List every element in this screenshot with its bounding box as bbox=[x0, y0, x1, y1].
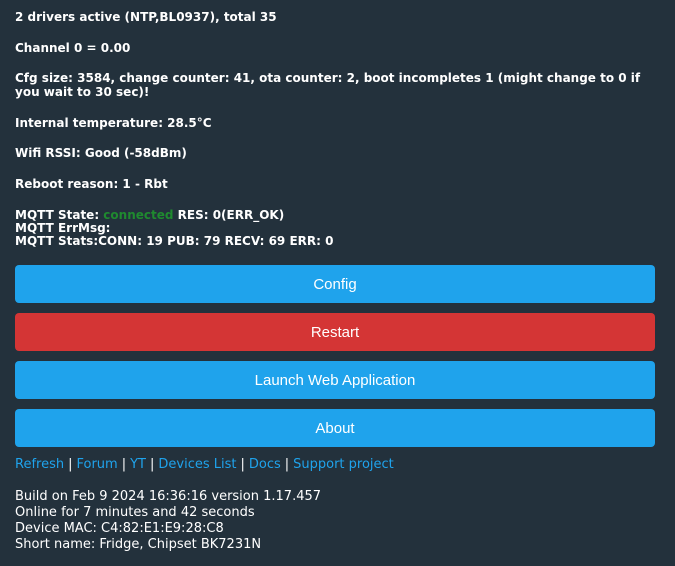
reboot-status: Reboot reason: 1 - Rbt bbox=[15, 177, 168, 191]
link-separator: | bbox=[121, 457, 127, 472]
devices-list-link[interactable]: Devices List bbox=[158, 457, 237, 472]
mqtt-stats: MQTT Stats:CONN: 19 PUB: 79 RECV: 69 ERR… bbox=[15, 234, 334, 248]
device-info: Build on Feb 9 2024 16:36:16 version 1.1… bbox=[15, 489, 321, 553]
short-name-info: Short name: Fridge, Chipset BK7231N bbox=[15, 537, 262, 552]
mqtt-state-label: MQTT State: bbox=[15, 208, 104, 222]
yt-link[interactable]: YT bbox=[130, 457, 146, 472]
cfg-status: Cfg size: 3584, change counter: 41, ota … bbox=[15, 71, 641, 99]
about-button[interactable]: About bbox=[15, 409, 655, 447]
link-separator: | bbox=[240, 457, 245, 472]
mqtt-errmsg: MQTT ErrMsg: bbox=[15, 221, 111, 235]
link-separator: | bbox=[149, 457, 155, 472]
footer-links: Refresh|Forum|YT|Devices List|Docs|Suppo… bbox=[15, 457, 394, 473]
support-project-link[interactable]: Support project bbox=[293, 457, 394, 472]
channel-status: Channel 0 = 0.00 bbox=[15, 41, 131, 55]
link-separator: | bbox=[68, 457, 73, 472]
online-info: Online for 7 minutes and 42 seconds bbox=[15, 505, 255, 520]
mqtt-state-line: MQTT State: connected RES: 0(ERR_OK) bbox=[15, 208, 284, 222]
docs-link[interactable]: Docs bbox=[248, 457, 281, 472]
mqtt-res: RES: 0(ERR_OK) bbox=[173, 208, 285, 222]
mqtt-state-value: connected bbox=[103, 208, 174, 222]
wifi-status: Wifi RSSI: Good (-58dBm) bbox=[15, 146, 187, 160]
restart-button[interactable]: Restart bbox=[15, 313, 655, 351]
drivers-status: 2 drivers active (NTP,BL0937), total 35 bbox=[15, 10, 277, 24]
launch-web-app-button[interactable]: Launch Web Application bbox=[15, 361, 655, 399]
mac-info: Device MAC: C4:82:E1:E9:28:C8 bbox=[15, 521, 224, 536]
forum-link[interactable]: Forum bbox=[76, 457, 118, 472]
build-info: Build on Feb 9 2024 16:36:16 version 1.1… bbox=[15, 489, 322, 504]
config-button[interactable]: Config bbox=[15, 265, 655, 303]
link-separator: | bbox=[284, 457, 290, 472]
temperature-status: Internal temperature: 28.5°C bbox=[15, 116, 212, 130]
refresh-link[interactable]: Refresh bbox=[15, 457, 65, 472]
